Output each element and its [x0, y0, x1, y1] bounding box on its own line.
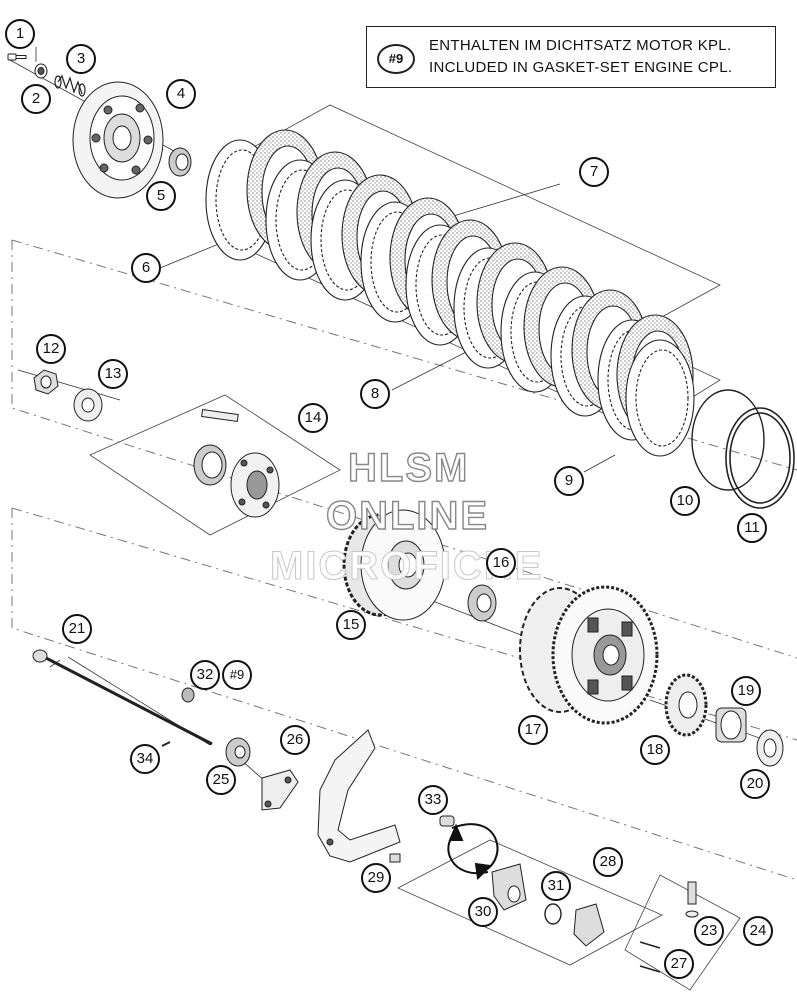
callout-24[interactable]: 24: [743, 916, 773, 946]
rotation-arrow: [447, 823, 499, 881]
plate-steel-10: [625, 339, 695, 457]
part-4-pressure-plate: [72, 81, 164, 199]
callout-20[interactable]: 20: [740, 769, 770, 799]
callout-5[interactable]: 5: [146, 181, 176, 211]
callout-23[interactable]: 23: [694, 916, 724, 946]
note-line-german: ENTHALTEN IM DICHTSATZ MOTOR KPL.: [429, 37, 732, 54]
callout-32[interactable]: 32: [190, 660, 220, 690]
gasket-note-box: #9 ENTHALTEN IM DICHTSATZ MOTOR KPL. INC…: [366, 26, 776, 88]
part-5-bearing: [168, 147, 192, 177]
part-18-sprocket: [664, 673, 708, 737]
part-14-hub-assembly: [193, 408, 280, 518]
part-1-bolt: [7, 53, 27, 61]
callout-7[interactable]: 7: [579, 157, 609, 187]
callout-9[interactable]: 9: [554, 466, 584, 496]
callout-14[interactable]: 14: [298, 403, 328, 433]
callout-4[interactable]: 4: [166, 79, 196, 109]
callout-8[interactable]: 8: [360, 379, 390, 409]
note-line-english: INCLUDED IN GASKET-SET ENGINE CPL.: [429, 59, 733, 76]
callout-17[interactable]: 17: [518, 715, 548, 745]
part-34-pin: [161, 741, 171, 747]
callout-32-ref[interactable]: #9: [222, 660, 252, 690]
callout-21[interactable]: 21: [62, 614, 92, 644]
callout-3[interactable]: 3: [66, 44, 96, 74]
callout-31[interactable]: 31: [541, 871, 571, 901]
watermark-line-1: HLSM: [347, 445, 470, 490]
callout-28[interactable]: 28: [593, 847, 623, 877]
part-23-bleeder: [685, 881, 699, 918]
callout-34[interactable]: 34: [130, 744, 160, 774]
callout-6[interactable]: 6: [131, 253, 161, 283]
callout-2[interactable]: 2: [21, 84, 51, 114]
part-21-push-rod: [32, 649, 213, 746]
part-13-washer: [73, 388, 103, 422]
callout-11[interactable]: 11: [737, 513, 767, 543]
callout-19[interactable]: 19: [731, 676, 761, 706]
callout-16[interactable]: 16: [486, 548, 516, 578]
callout-13[interactable]: 13: [98, 359, 128, 389]
callout-33[interactable]: 33: [418, 785, 448, 815]
callout-25[interactable]: 25: [206, 765, 236, 795]
part-15-gear: [342, 509, 446, 621]
callout-30[interactable]: 30: [468, 897, 498, 927]
callout-29[interactable]: 29: [361, 863, 391, 893]
part-3-spring: [54, 74, 86, 97]
callout-26[interactable]: 26: [280, 725, 310, 755]
part-27-bolts: [639, 941, 661, 973]
part-16-washer: [467, 584, 497, 622]
callout-18[interactable]: 18: [640, 735, 670, 765]
watermark-line-2: ONLINE: [325, 493, 490, 538]
part-28-fitting: [573, 903, 605, 947]
part-31-o-ring: [544, 903, 562, 925]
callout-1[interactable]: 1: [5, 19, 35, 49]
callout-15[interactable]: 15: [336, 610, 366, 640]
part-26-lever: [261, 769, 299, 811]
part-10-ring: [691, 389, 765, 491]
part-25-bearing: [225, 737, 251, 767]
clutch-plate-stack: [205, 129, 695, 457]
part-32-seal: [181, 687, 195, 703]
note-ref-badge: #9: [377, 44, 415, 74]
part-29-bolt: [389, 853, 401, 863]
release-fork-bracket: [317, 729, 401, 863]
part-11-ring: [725, 407, 795, 509]
callout-12[interactable]: 12: [36, 334, 66, 364]
part-19-needle-bearing: [715, 707, 747, 743]
part-2-washer: [34, 63, 48, 79]
callout-27[interactable]: 27: [664, 949, 694, 979]
part-20-washer: [756, 729, 784, 767]
part-30-slave-cylinder: [491, 863, 527, 911]
part-17-clutch-basket: [519, 585, 659, 725]
part-12-nut: [33, 369, 59, 395]
callout-10[interactable]: 10: [670, 486, 700, 516]
part-33-spacer: [439, 815, 455, 827]
